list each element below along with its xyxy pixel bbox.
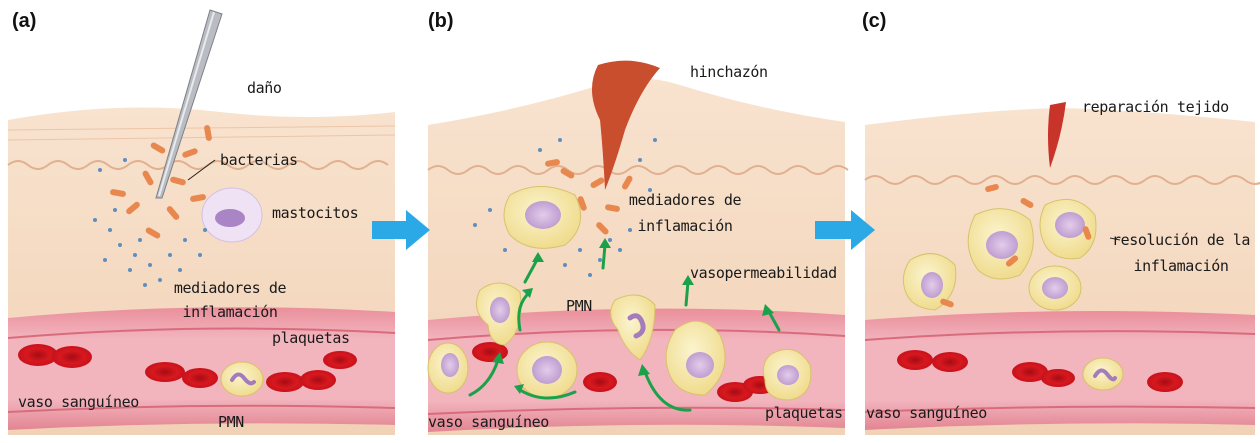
label-mediators-b-line1: mediadores de (620, 190, 750, 210)
label-vessel-c: vaso sanguíneo (866, 403, 987, 423)
label-platelets-a: plaquetas (272, 328, 350, 348)
label-mast-cells: mastocitos (272, 203, 358, 223)
label-platelets-b: plaquetas (765, 403, 843, 423)
label-vessel-b: vaso sanguíneo (428, 412, 549, 432)
label-vasopermeability: vasopermeabilidad (690, 263, 837, 283)
label-mediators-a-line1: mediadores de (165, 278, 295, 298)
label-mediators-b-line2: inflamación (620, 216, 750, 236)
label-tissue-repair: reparación tejido (1082, 97, 1229, 117)
label-pmn-b: PMN (566, 296, 592, 316)
label-resolution-line2: inflamación (1105, 256, 1257, 276)
panel-b-tissue (428, 61, 848, 435)
label-vessel-a: vaso sanguíneo (18, 392, 139, 412)
label-pmn-a: PMN (218, 412, 244, 432)
label-injury: daño (247, 78, 282, 98)
panel-label-c: (c) (862, 10, 886, 33)
label-bacteria: bacterias (220, 150, 298, 170)
label-swelling: hinchazón (690, 62, 768, 82)
panel-label-b: (b) (428, 10, 454, 33)
label-mediators-a-line2: inflamación (165, 302, 295, 322)
label-resolution-line1: resolución de la (1105, 230, 1257, 250)
panel-label-a: (a) (12, 10, 36, 33)
